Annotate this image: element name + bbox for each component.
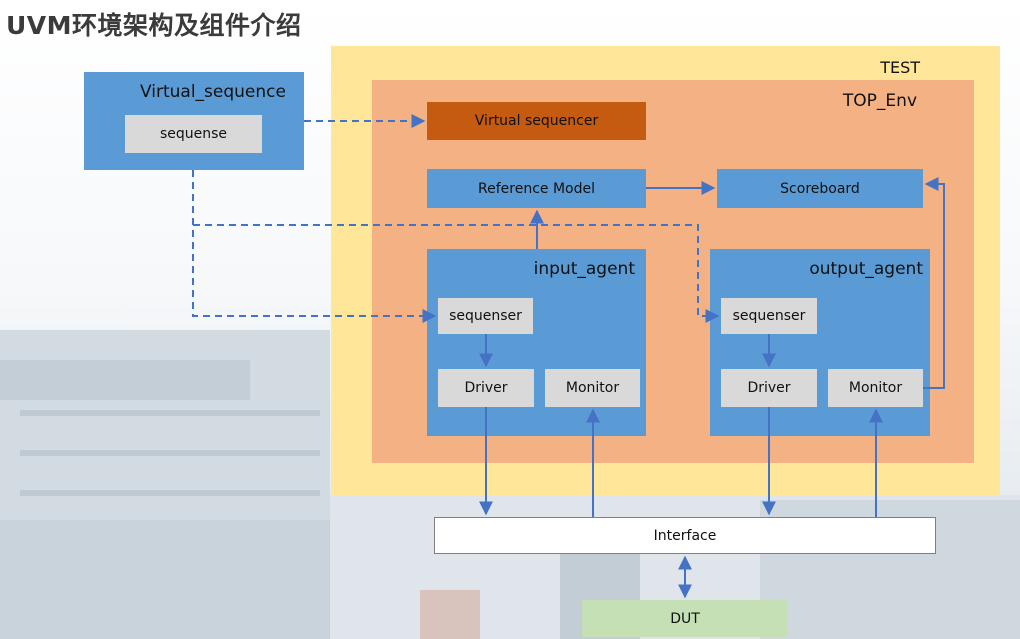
input-agent-box: input_agent — [427, 249, 646, 436]
output-agent-sequencer: sequenser — [721, 298, 817, 334]
input-agent-driver: Driver — [438, 369, 534, 407]
scoreboard-box: Scoreboard — [717, 169, 923, 208]
interface-box: Interface — [434, 517, 936, 554]
input-agent-label: input_agent — [533, 259, 635, 279]
virtual-sequence-box: Virtual_sequence — [84, 72, 304, 170]
virtual-sequence-label: Virtual_sequence — [140, 82, 286, 102]
input-agent-sequencer: sequenser — [438, 298, 533, 334]
output-agent-monitor: Monitor — [828, 369, 923, 407]
input-agent-monitor: Monitor — [545, 369, 640, 407]
output-agent-label: output_agent — [809, 259, 923, 279]
top-env-label: TOP_Env — [842, 91, 917, 111]
output-agent-driver: Driver — [721, 369, 817, 407]
dut-box: DUT — [582, 600, 788, 637]
virtual-sequence-item: sequense — [125, 115, 262, 153]
slide-title: UVM环境架构及组件介绍 — [6, 11, 302, 40]
output-agent-box: output_agent — [710, 249, 930, 436]
virtual-sequencer-box: Virtual sequencer — [427, 102, 646, 140]
reference-model-box: Reference Model — [427, 169, 646, 208]
test-label: TEST — [880, 58, 920, 77]
